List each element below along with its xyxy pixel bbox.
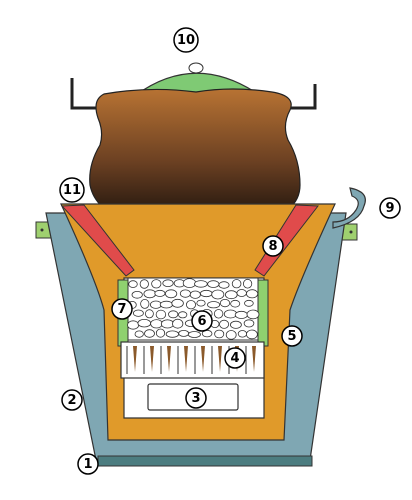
pebble <box>178 329 190 337</box>
pebble <box>154 289 166 297</box>
svg-text:10: 10 <box>177 33 195 48</box>
label-10: 10 <box>173 27 199 53</box>
pebble <box>179 289 191 298</box>
cooking-pot <box>89 88 301 223</box>
pebble <box>168 310 179 319</box>
grate-spike <box>133 346 137 372</box>
pebble <box>127 320 140 330</box>
svg-text:9: 9 <box>385 201 394 216</box>
pebble <box>225 330 237 340</box>
pebble <box>155 309 167 320</box>
grate-spike <box>201 346 205 372</box>
pebble <box>229 320 242 329</box>
label-7: 7 <box>111 298 133 320</box>
pebble <box>207 301 221 309</box>
svg-text:3: 3 <box>191 391 200 406</box>
pebble <box>189 290 201 299</box>
pebble <box>140 298 150 309</box>
green-panel-right <box>257 279 269 347</box>
pebble <box>244 299 254 307</box>
label-1: 1 <box>77 453 99 475</box>
pebble <box>230 299 241 308</box>
pebble <box>231 279 242 289</box>
grate-spike <box>167 346 171 372</box>
label-3: 3 <box>185 387 207 409</box>
pebble <box>243 278 253 289</box>
svg-text:1: 1 <box>83 457 92 472</box>
pebble <box>165 330 180 338</box>
svg-text:11: 11 <box>63 183 81 198</box>
pebble <box>234 310 248 319</box>
label-6: 6 <box>191 310 213 332</box>
pebble <box>187 331 201 338</box>
side-handle <box>332 187 366 229</box>
pebble <box>194 280 208 288</box>
pebble <box>128 280 138 288</box>
pebble <box>223 309 238 319</box>
base-plate <box>97 455 313 467</box>
grate-spike <box>252 346 256 372</box>
label-5: 5 <box>281 325 303 347</box>
pebble <box>144 329 155 338</box>
pebble <box>132 309 144 317</box>
pebble <box>236 289 247 297</box>
grate-spike <box>184 346 188 372</box>
pebble <box>237 330 247 338</box>
pebble <box>225 290 238 300</box>
pebble <box>243 319 255 328</box>
pebble <box>211 289 225 300</box>
lid-knob <box>188 62 204 74</box>
pebble <box>246 289 259 299</box>
pebble <box>182 278 197 289</box>
pebble <box>150 319 163 329</box>
pebble <box>207 280 220 288</box>
pebble <box>172 318 184 329</box>
pebble <box>139 279 149 289</box>
pebble <box>218 281 230 289</box>
fuel-bed <box>127 277 260 341</box>
liner-left <box>60 204 135 277</box>
pebble <box>131 290 143 299</box>
pebble <box>155 328 166 338</box>
pebble <box>246 309 260 320</box>
pebble <box>162 279 174 288</box>
label-2: 2 <box>61 389 83 411</box>
svg-text:8: 8 <box>268 239 277 254</box>
pebble <box>245 329 258 340</box>
grate-spike <box>218 346 222 372</box>
pebble <box>214 329 225 339</box>
svg-text:5: 5 <box>287 329 296 344</box>
svg-text:4: 4 <box>230 351 239 366</box>
pebble <box>149 300 162 309</box>
pebble <box>178 311 188 319</box>
pebble <box>200 289 213 298</box>
pebble <box>137 319 152 328</box>
label-4: 4 <box>224 347 246 369</box>
label-11: 11 <box>59 177 85 203</box>
pebble <box>134 330 144 338</box>
pot-handle-left <box>70 78 100 110</box>
pebble <box>213 309 224 319</box>
pebble <box>160 319 175 329</box>
pebble <box>219 319 230 329</box>
pot-handle-right <box>288 84 317 110</box>
pebble <box>196 299 206 307</box>
pebble <box>219 298 231 308</box>
pebble <box>151 279 162 289</box>
pebble <box>165 289 178 299</box>
pebble <box>185 300 196 310</box>
pebble <box>159 300 173 309</box>
svg-text:7: 7 <box>117 302 126 317</box>
label-9: 9 <box>379 197 401 219</box>
grate-spike <box>150 346 154 372</box>
pebble <box>144 309 154 319</box>
label-8: 8 <box>262 235 284 257</box>
svg-text:6: 6 <box>197 314 206 329</box>
svg-text:2: 2 <box>67 393 76 408</box>
pebble <box>143 289 157 299</box>
pebble <box>171 298 184 308</box>
